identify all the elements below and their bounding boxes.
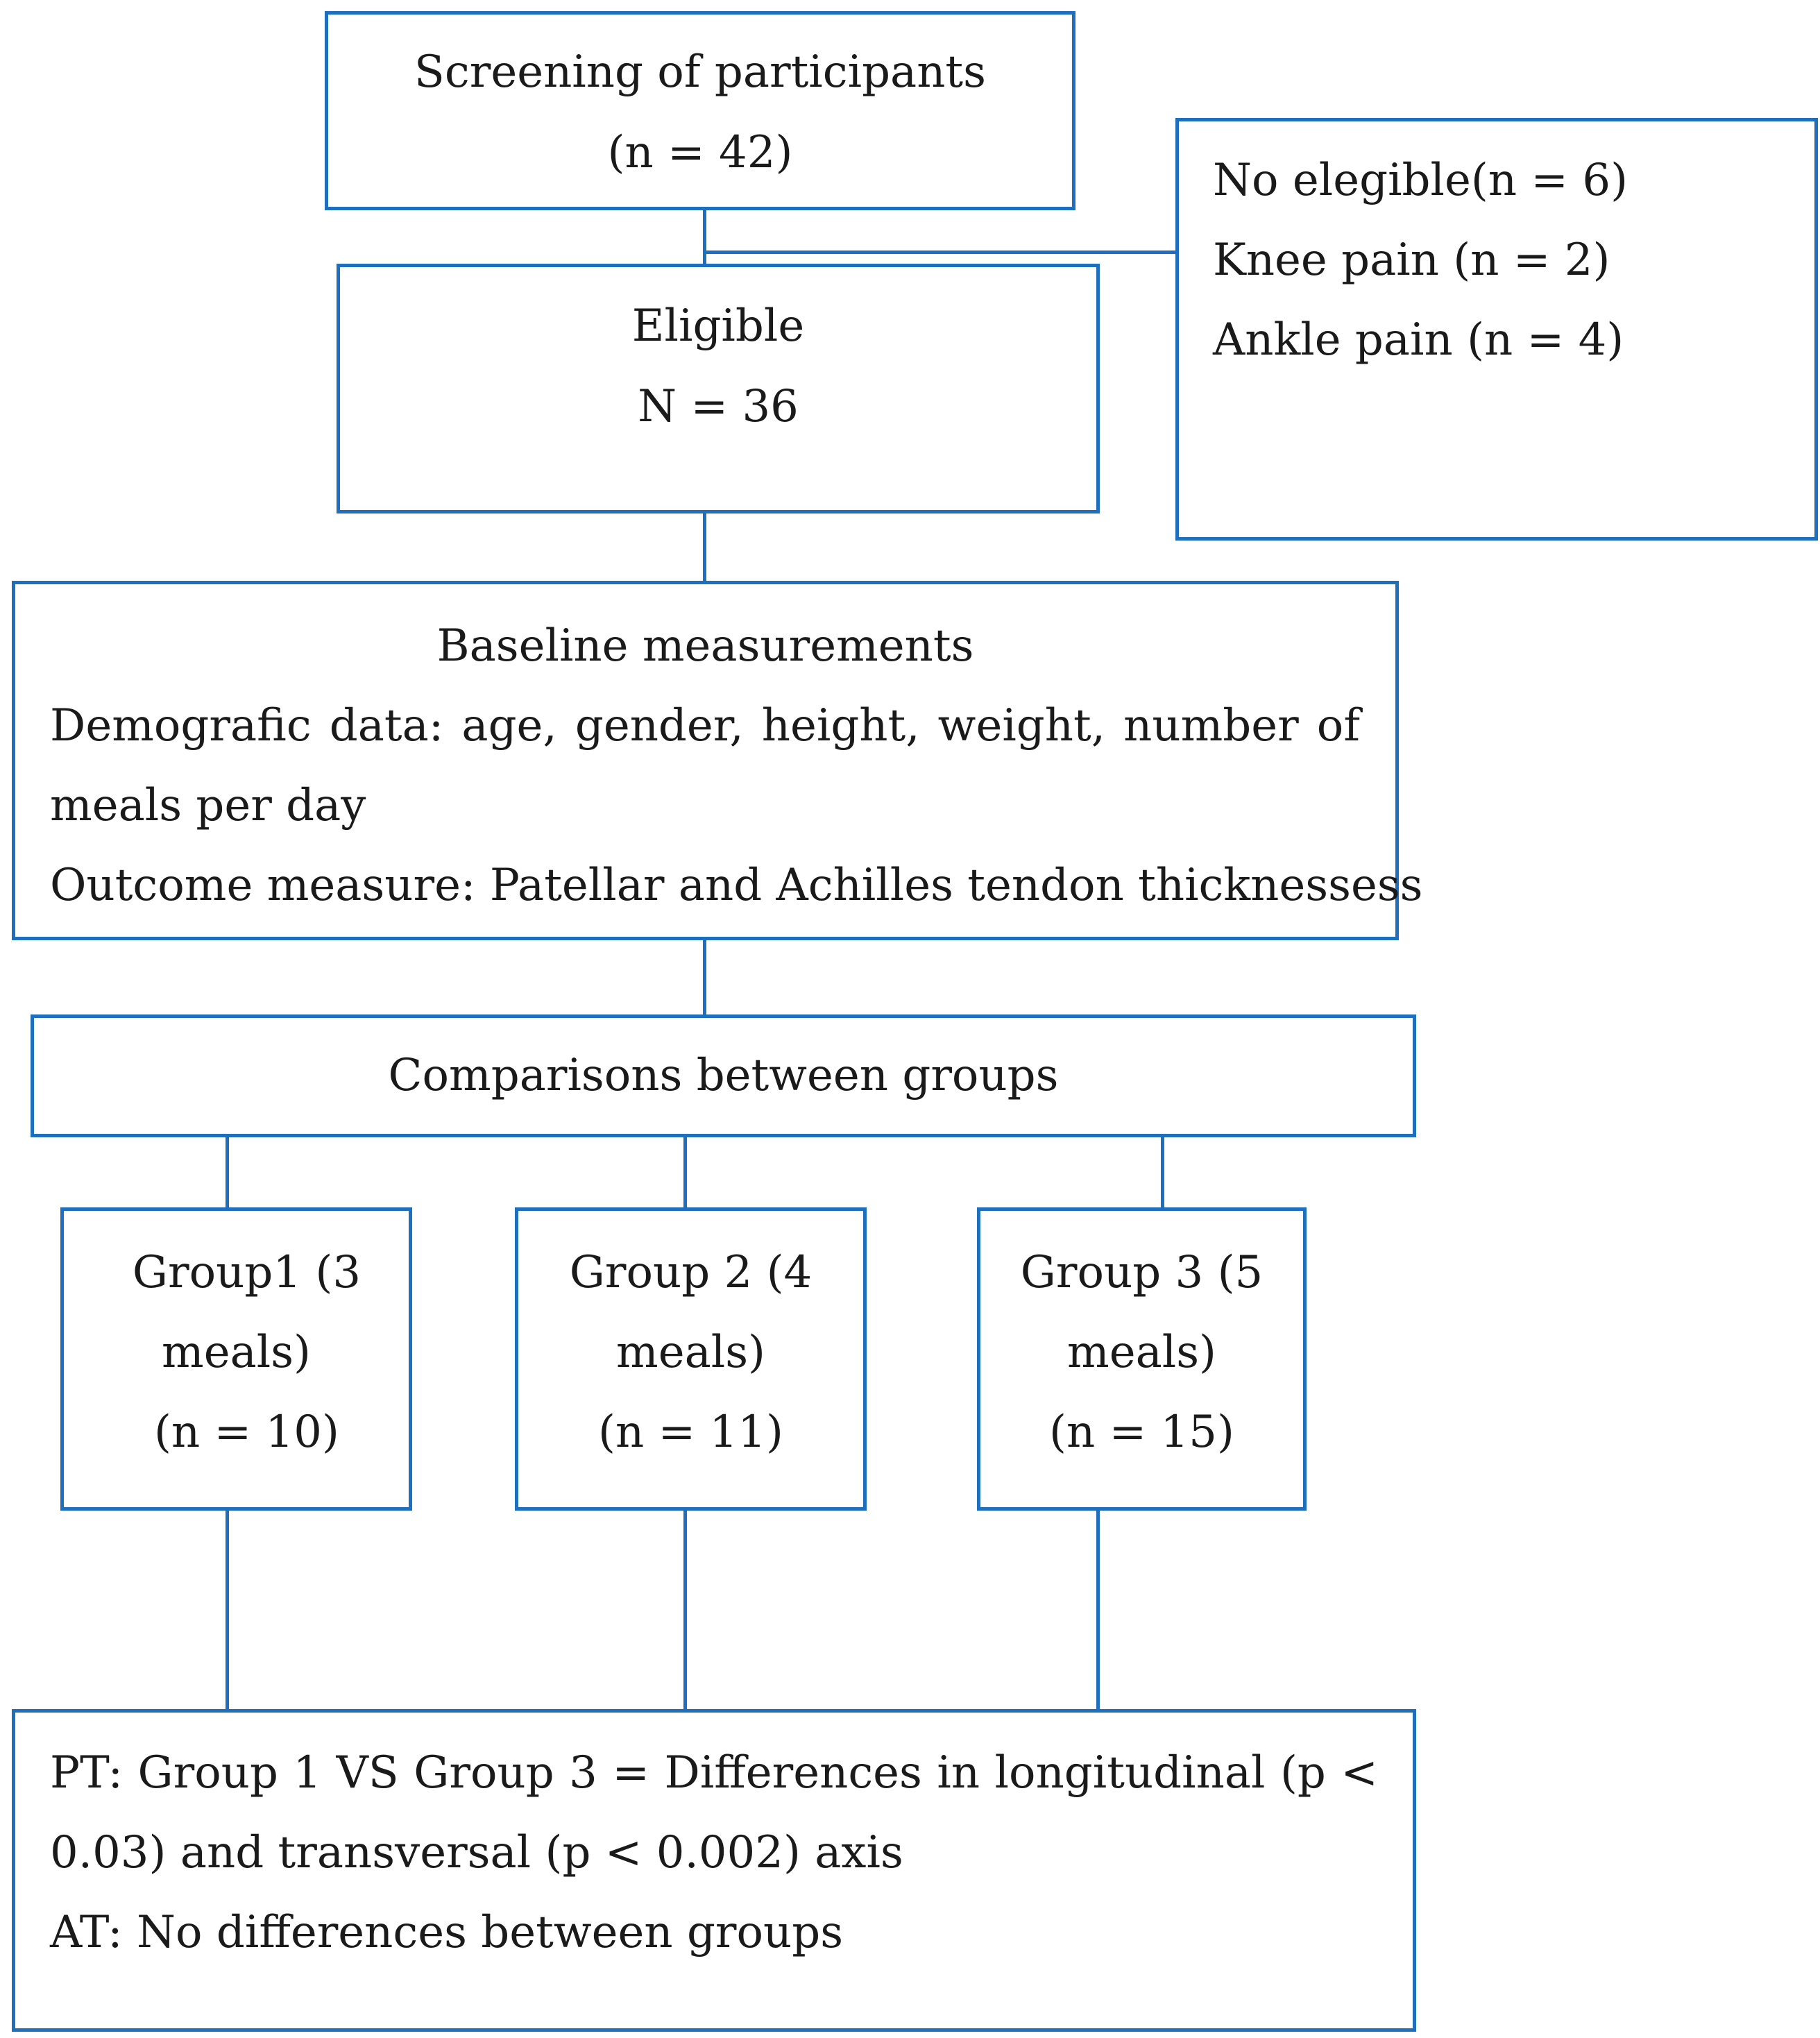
baseline-box: [12, 581, 1399, 940]
connector-exclusion: [703, 250, 1177, 254]
eligible-label: Eligible: [631, 300, 805, 352]
group2-meals: meals): [616, 1327, 765, 1378]
baseline-title: Baseline measurements: [436, 620, 974, 672]
group3-count: (n = 15): [1049, 1407, 1234, 1458]
screening-label: Screening of participants: [414, 46, 986, 98]
group3-title: Group 3 (5: [1020, 1247, 1264, 1298]
results-pt-line: PT: Group 1 VS Group 3 = Differences in …: [50, 1747, 1378, 1799]
connector-comparisons-group1: [226, 1136, 229, 1209]
connector-eligible-baseline: [703, 512, 706, 582]
group1-meals: meals): [162, 1327, 311, 1378]
results-box: [12, 1709, 1416, 2032]
results-pt-cont: 0.03) and transversal (p < 0.002) axis: [50, 1827, 903, 1878]
exclusion-total: No elegible(n = 6): [1213, 155, 1628, 206]
screening-box: [325, 11, 1075, 210]
eligible-count: N = 36: [638, 381, 799, 432]
comparisons-box: [31, 1014, 1416, 1137]
connector-group2-results: [683, 1509, 687, 1711]
group2-count: (n = 11): [598, 1407, 783, 1458]
group2-title: Group 2 (4: [569, 1247, 813, 1298]
baseline-demographic-line: Demografic data: age, gender, height, we…: [50, 700, 1360, 751]
eligible-box: [337, 264, 1100, 513]
exclusion-box: [1175, 118, 1818, 541]
group1-count: (n = 10): [154, 1407, 339, 1458]
baseline-outcome-line: Outcome measure: Patellar and Achilles t…: [50, 860, 1423, 911]
connector-group3-results: [1096, 1509, 1100, 1711]
screening-count: (n = 42): [607, 127, 793, 178]
connector-baseline-comparisons: [703, 938, 706, 1017]
connector-group1-results: [226, 1509, 229, 1725]
group3-meals: meals): [1067, 1327, 1216, 1378]
baseline-demographic-cont: meals per day: [50, 780, 366, 831]
group2-box: [515, 1207, 867, 1511]
connector-comparisons-group3: [1161, 1136, 1164, 1209]
connector-comparisons-group2: [683, 1136, 687, 1209]
group1-title: Group1 (3: [132, 1247, 362, 1298]
group3-box: [977, 1207, 1307, 1511]
results-at-line: AT: No differences between groups: [50, 1907, 844, 1958]
comparisons-label: Comparisons between groups: [388, 1050, 1059, 1101]
exclusion-knee-pain: Knee pain (n = 2): [1213, 235, 1610, 286]
group1-box: [60, 1207, 412, 1511]
exclusion-ankle-pain: Ankle pain (n = 4): [1213, 314, 1624, 366]
connector-screening-eligible: [703, 208, 706, 265]
